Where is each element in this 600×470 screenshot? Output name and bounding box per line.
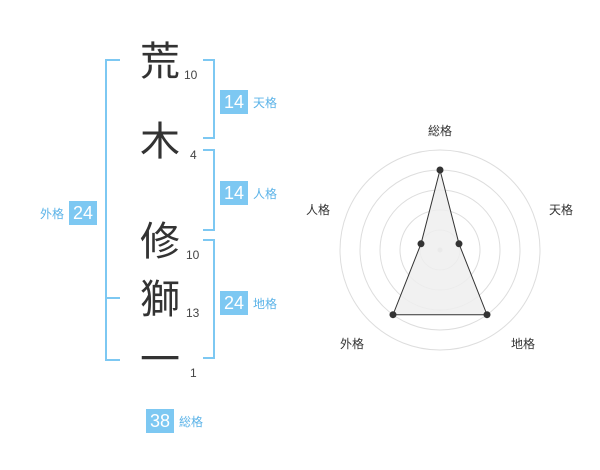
radar-axis-label-soukaku: 総格 bbox=[428, 124, 453, 138]
name-char-1: 荒 bbox=[140, 39, 180, 85]
radar-point-4 bbox=[417, 240, 425, 248]
name-char-4: 獅 bbox=[140, 277, 180, 323]
stroke-count-3: 10 bbox=[186, 248, 200, 262]
jinkaku-label: 人格 bbox=[253, 186, 278, 201]
stroke-count-1: 10 bbox=[184, 68, 198, 82]
name-char-5: 一 bbox=[140, 337, 180, 383]
tenkaku-badge: 14 天格 bbox=[220, 90, 277, 114]
jinkaku-value: 14 bbox=[220, 181, 248, 205]
radar-ring bbox=[339, 149, 541, 351]
chikaku-badge: 24 地格 bbox=[220, 291, 277, 315]
gaikaku-value: 24 bbox=[69, 201, 98, 225]
radar-axis-label-jinkaku: 人格 bbox=[306, 203, 331, 217]
chikaku-label: 地格 bbox=[253, 296, 278, 311]
tenkaku-label: 天格 bbox=[253, 95, 278, 110]
gaikaku-label: 外格 bbox=[40, 206, 65, 221]
radar-axis-label-gaikaku: 外格 bbox=[340, 337, 365, 351]
soukaku-badge: 38 総格 bbox=[146, 409, 203, 433]
stroke-count-4: 13 bbox=[186, 306, 200, 320]
chikaku-value: 24 bbox=[220, 291, 248, 315]
radar-point-2 bbox=[483, 311, 491, 319]
radar-point-1 bbox=[455, 240, 463, 248]
soukaku-value: 38 bbox=[146, 409, 174, 433]
soukaku-label: 総格 bbox=[179, 414, 204, 429]
stroke-count-5: 1 bbox=[190, 366, 197, 380]
radar-axis-label-chikaku: 地格 bbox=[511, 337, 536, 351]
jinkaku-badge: 14 人格 bbox=[220, 181, 277, 205]
gaikaku-badge: 外格 24 bbox=[40, 201, 98, 225]
stroke-count-2: 4 bbox=[190, 148, 197, 162]
name-char-2: 木 bbox=[140, 119, 180, 165]
radar-series-area bbox=[392, 169, 488, 316]
radar-point-3 bbox=[389, 311, 397, 319]
radar-point-0 bbox=[436, 166, 444, 174]
radar-axis-label-tenkaku: 天格 bbox=[549, 203, 574, 217]
tenkaku-value: 14 bbox=[220, 90, 248, 114]
name-char-3: 修 bbox=[140, 219, 180, 265]
